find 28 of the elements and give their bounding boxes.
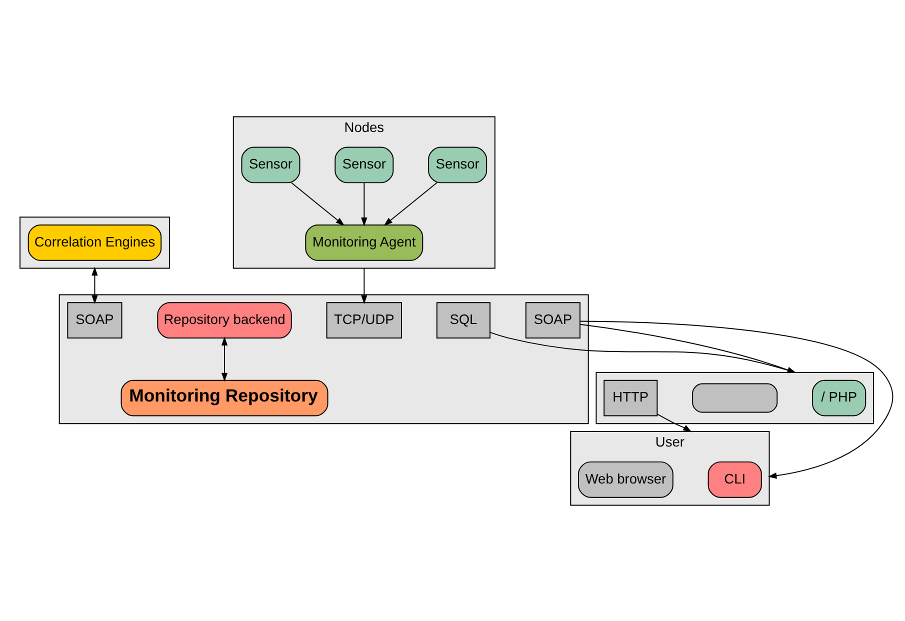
node-box: SOAP	[67, 302, 122, 338]
node-box: HTTP	[604, 379, 658, 416]
node-box: Web browser	[578, 460, 674, 498]
node-box: CLI	[708, 460, 762, 498]
arrow	[490, 331, 796, 373]
arrow	[361, 182, 368, 226]
node-box: TCP/UDP	[326, 302, 402, 338]
arrow	[361, 267, 368, 304]
node-box: Sensor	[241, 146, 300, 183]
arrow	[580, 320, 894, 478]
node-box: Sensor	[334, 146, 394, 183]
arrow	[384, 182, 438, 226]
node-box: Monitoring Repository	[120, 379, 328, 416]
node-box: Correlation Engines	[28, 224, 162, 260]
node-box	[692, 382, 778, 412]
node-box: SOAP	[525, 302, 580, 338]
arrow	[656, 413, 692, 432]
arrow	[92, 266, 98, 304]
cluster	[20, 216, 170, 268]
arrow	[221, 336, 228, 382]
node-box: Repository backend	[157, 302, 292, 338]
node-box: SQL	[436, 302, 490, 338]
arrow	[290, 182, 345, 226]
arrow	[580, 323, 796, 372]
node-box: Sensor	[428, 146, 488, 183]
cluster	[596, 371, 874, 424]
node-box: / PHP	[812, 379, 866, 416]
node-box: Monitoring Agent	[305, 224, 424, 260]
